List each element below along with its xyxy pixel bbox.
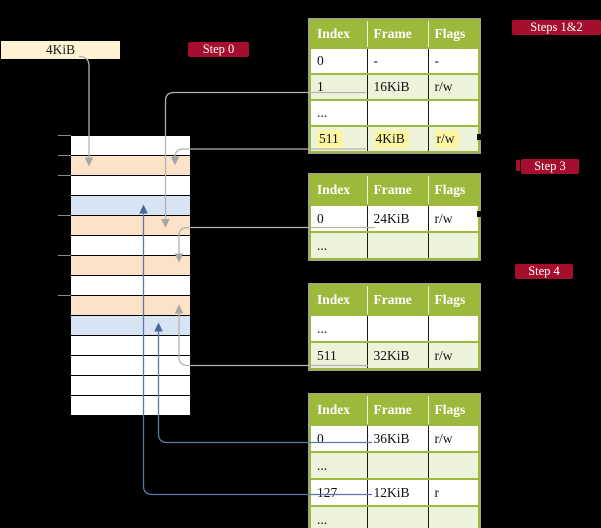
column-header-frame: Frame <box>366 285 428 315</box>
table-header-row: Index Frame Flags <box>310 395 479 425</box>
column-header-frame: Frame <box>366 175 428 205</box>
badge-steps-1-2: Steps 1&2 <box>512 20 601 35</box>
column-header-flags: Flags <box>427 395 479 425</box>
table-row: ... <box>310 505 479 528</box>
table-row: 0 24KiB r/w <box>310 204 479 232</box>
memory-tick <box>58 255 71 256</box>
table-row: ... <box>310 99 479 126</box>
memory-tick <box>58 175 71 176</box>
table-row: 0 36KiB r/w <box>310 424 479 452</box>
column-header-index: Index <box>310 395 367 425</box>
highlighted-value: 511 <box>317 130 343 148</box>
badge-step-0: Step 0 <box>188 42 249 57</box>
memory-row-3 <box>71 196 190 216</box>
table-row: 127 12KiB r <box>310 478 479 506</box>
page-table-2: Index Frame Flags 0 24KiB r/w ... <box>309 174 480 260</box>
memory-row-4 <box>71 216 190 236</box>
table-row: ... <box>310 314 479 342</box>
column-header-flags: Flags <box>427 175 479 205</box>
memory-row-11 <box>71 356 190 376</box>
column-header-flags: Flags <box>427 285 479 315</box>
column-header-frame: Frame <box>366 395 428 425</box>
column-header-flags: Flags <box>427 20 479 48</box>
memory-row-5 <box>71 236 190 256</box>
column-header-index: Index <box>310 20 367 48</box>
memory-tick <box>58 295 71 296</box>
page-table-4: Index Frame Flags 0 36KiB r/w ... 127 12… <box>309 394 480 528</box>
frame-size-label: 4KiB <box>1 41 120 59</box>
memory-row-13 <box>71 396 190 415</box>
memory-tick <box>58 135 71 136</box>
badge-step-3: Step 3 <box>521 159 579 174</box>
highlighted-value: r/w <box>434 130 459 148</box>
memory-row-0 <box>71 136 190 156</box>
memory-row-9 <box>71 316 190 336</box>
table-header-row: Index Frame Flags <box>310 285 479 315</box>
table-row: 511 32KiB r/w <box>310 341 479 369</box>
table-row: 1 16KiB r/w <box>310 73 479 100</box>
table-row: ... <box>310 231 479 259</box>
highlighted-value: 4KiB <box>373 130 409 148</box>
memory-row-12 <box>71 376 190 396</box>
column-header-frame: Frame <box>366 20 428 48</box>
page-table-3: Index Frame Flags ... 511 32KiB r/w <box>309 284 480 370</box>
memory-row-8 <box>71 296 190 316</box>
memory-row-7 <box>71 276 190 296</box>
edge-mark <box>516 160 520 171</box>
table-row-highlighted: 511 4KiB r/w <box>310 125 479 152</box>
table-row: 0 - - <box>310 47 479 74</box>
table-header-row: Index Frame Flags <box>310 175 479 205</box>
memory-tick <box>58 215 71 216</box>
page-table-1: Index Frame Flags 0 - - 1 16KiB r/w ... … <box>309 19 480 153</box>
memory-row-1 <box>71 156 190 176</box>
table-header-row: Index Frame Flags <box>310 20 479 48</box>
memory-row-6 <box>71 256 190 276</box>
memory-row-10 <box>71 336 190 356</box>
table-row: ... <box>310 451 479 479</box>
memory-row-2 <box>71 176 190 196</box>
column-header-index: Index <box>310 175 367 205</box>
memory-tick <box>58 155 71 156</box>
badge-step-4: Step 4 <box>515 264 573 279</box>
physical-memory-column <box>70 135 191 416</box>
column-header-index: Index <box>310 285 367 315</box>
